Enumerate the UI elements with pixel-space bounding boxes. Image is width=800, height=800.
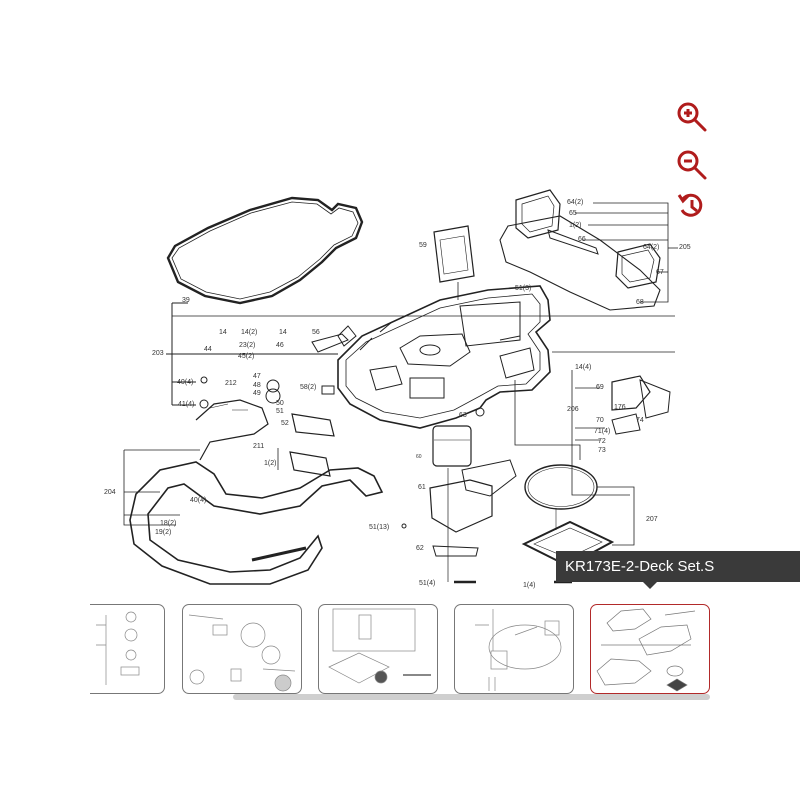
part-label-62[interactable]: 62 (416, 545, 424, 552)
zoom-out-icon (677, 150, 707, 180)
part-label-14-2[interactable]: 14(2) (241, 329, 258, 336)
part-label-61[interactable]: 61 (418, 484, 426, 491)
part-label-59[interactable]: 59 (419, 242, 427, 249)
reset-view-button[interactable] (672, 186, 712, 226)
part-label-204[interactable]: 204 (104, 489, 116, 496)
part-label-48[interactable]: 48 (253, 382, 261, 389)
part-label-23-2[interactable]: 23(2) (239, 342, 256, 349)
tooltip-arrow (643, 582, 657, 589)
thumbnail-4[interactable] (454, 604, 574, 694)
part-label-49[interactable]: 49 (253, 390, 261, 397)
history-reset-icon (677, 193, 703, 217)
thumbnail-diagram-1 (96, 611, 140, 685)
part-label-211[interactable]: 211 (253, 443, 265, 450)
part-label-14[interactable]: 14 (279, 329, 287, 336)
thumbnail-scrollbar[interactable] (233, 694, 710, 700)
thumbnail-2[interactable] (182, 604, 302, 694)
zoom-in-icon (677, 102, 707, 132)
zoom-in-button[interactable] (671, 96, 711, 136)
part-label-70[interactable]: 70 (596, 417, 604, 424)
part-label-63[interactable]: 63 (459, 412, 467, 419)
part-label-206[interactable]: 206 (567, 406, 579, 413)
part-label-73[interactable]: 73 (598, 447, 606, 454)
part-label-56[interactable]: 56 (312, 329, 320, 336)
part-label-50[interactable]: 50 (276, 400, 284, 407)
thumbnail-diagram-2 (188, 614, 296, 692)
part-label-68[interactable]: 68 (636, 299, 644, 306)
part-label-51-3[interactable]: 51(3) (515, 285, 532, 292)
part-label-207[interactable]: 207 (646, 516, 658, 523)
zoom-out-button[interactable] (671, 144, 711, 184)
part-label-60[interactable]: 60 (416, 454, 422, 460)
part-label-67[interactable]: 67 (656, 269, 664, 276)
part-label-64-2[interactable]: 64(2) (567, 199, 584, 206)
part-label-51-4[interactable]: 51(4) (419, 580, 436, 587)
part-label-71-4[interactable]: 71(4) (594, 428, 611, 435)
part-label-41-4[interactable]: 41(4) (178, 401, 195, 408)
part-label-212[interactable]: 212 (225, 380, 237, 387)
thumbnail-tooltip: KR173E-2-Deck Set.S (556, 551, 800, 582)
part-label-58-2[interactable]: 58(2) (300, 384, 317, 391)
part-label-176[interactable]: 176 (614, 404, 626, 411)
part-label-51[interactable]: 51 (276, 408, 284, 415)
part-label-40-4[interactable]: 40(4) (177, 379, 194, 386)
part-label-18-2[interactable]: 18(2) (160, 520, 177, 527)
part-label-51-13[interactable]: 51(13) (369, 524, 390, 531)
part-label-40-4[interactable]: 40(4) (190, 497, 207, 504)
part-label-1-2[interactable]: 1(2) (569, 222, 582, 229)
part-label-19-2[interactable]: 19(2) (155, 529, 172, 536)
part-label-64-2[interactable]: 64(2) (643, 244, 660, 251)
thumbnail-diagram-3 (328, 608, 431, 684)
part-label-52[interactable]: 52 (281, 420, 289, 427)
thumbnail-strip (90, 604, 710, 694)
part-label-74[interactable]: 74 (636, 417, 644, 424)
part-label-203[interactable]: 203 (152, 350, 164, 357)
thumbnail-1[interactable] (90, 604, 165, 694)
part-label-14[interactable]: 14 (219, 329, 227, 336)
part-label-65[interactable]: 65 (569, 210, 577, 217)
part-label-66[interactable]: 66 (578, 236, 586, 243)
part-label-1-2[interactable]: 1(2) (264, 460, 277, 467)
part-label-39[interactable]: 39 (182, 297, 190, 304)
diagram-drawing (123, 189, 678, 585)
part-label-205[interactable]: 205 (679, 244, 691, 251)
thumbnail-5-active[interactable] (590, 604, 710, 694)
part-label-45-2[interactable]: 45(2) (238, 353, 255, 360)
part-label-1-4[interactable]: 1(4) (523, 582, 536, 589)
part-label-72[interactable]: 72 (598, 438, 606, 445)
part-label-14-4[interactable]: 14(4) (575, 364, 592, 371)
part-label-44[interactable]: 44 (204, 346, 212, 353)
thumbnail-3[interactable] (318, 604, 438, 694)
exploded-parts-diagram[interactable]: 39 203 14 14(2) 14 56 44 23(2) 46 45(2) … (0, 0, 800, 600)
thumbnail-diagram-4 (475, 609, 562, 691)
part-label-46[interactable]: 46 (276, 342, 284, 349)
part-label-47[interactable]: 47 (253, 373, 261, 380)
part-label-69[interactable]: 69 (596, 384, 604, 391)
thumbnail-diagram-5 (596, 608, 696, 692)
